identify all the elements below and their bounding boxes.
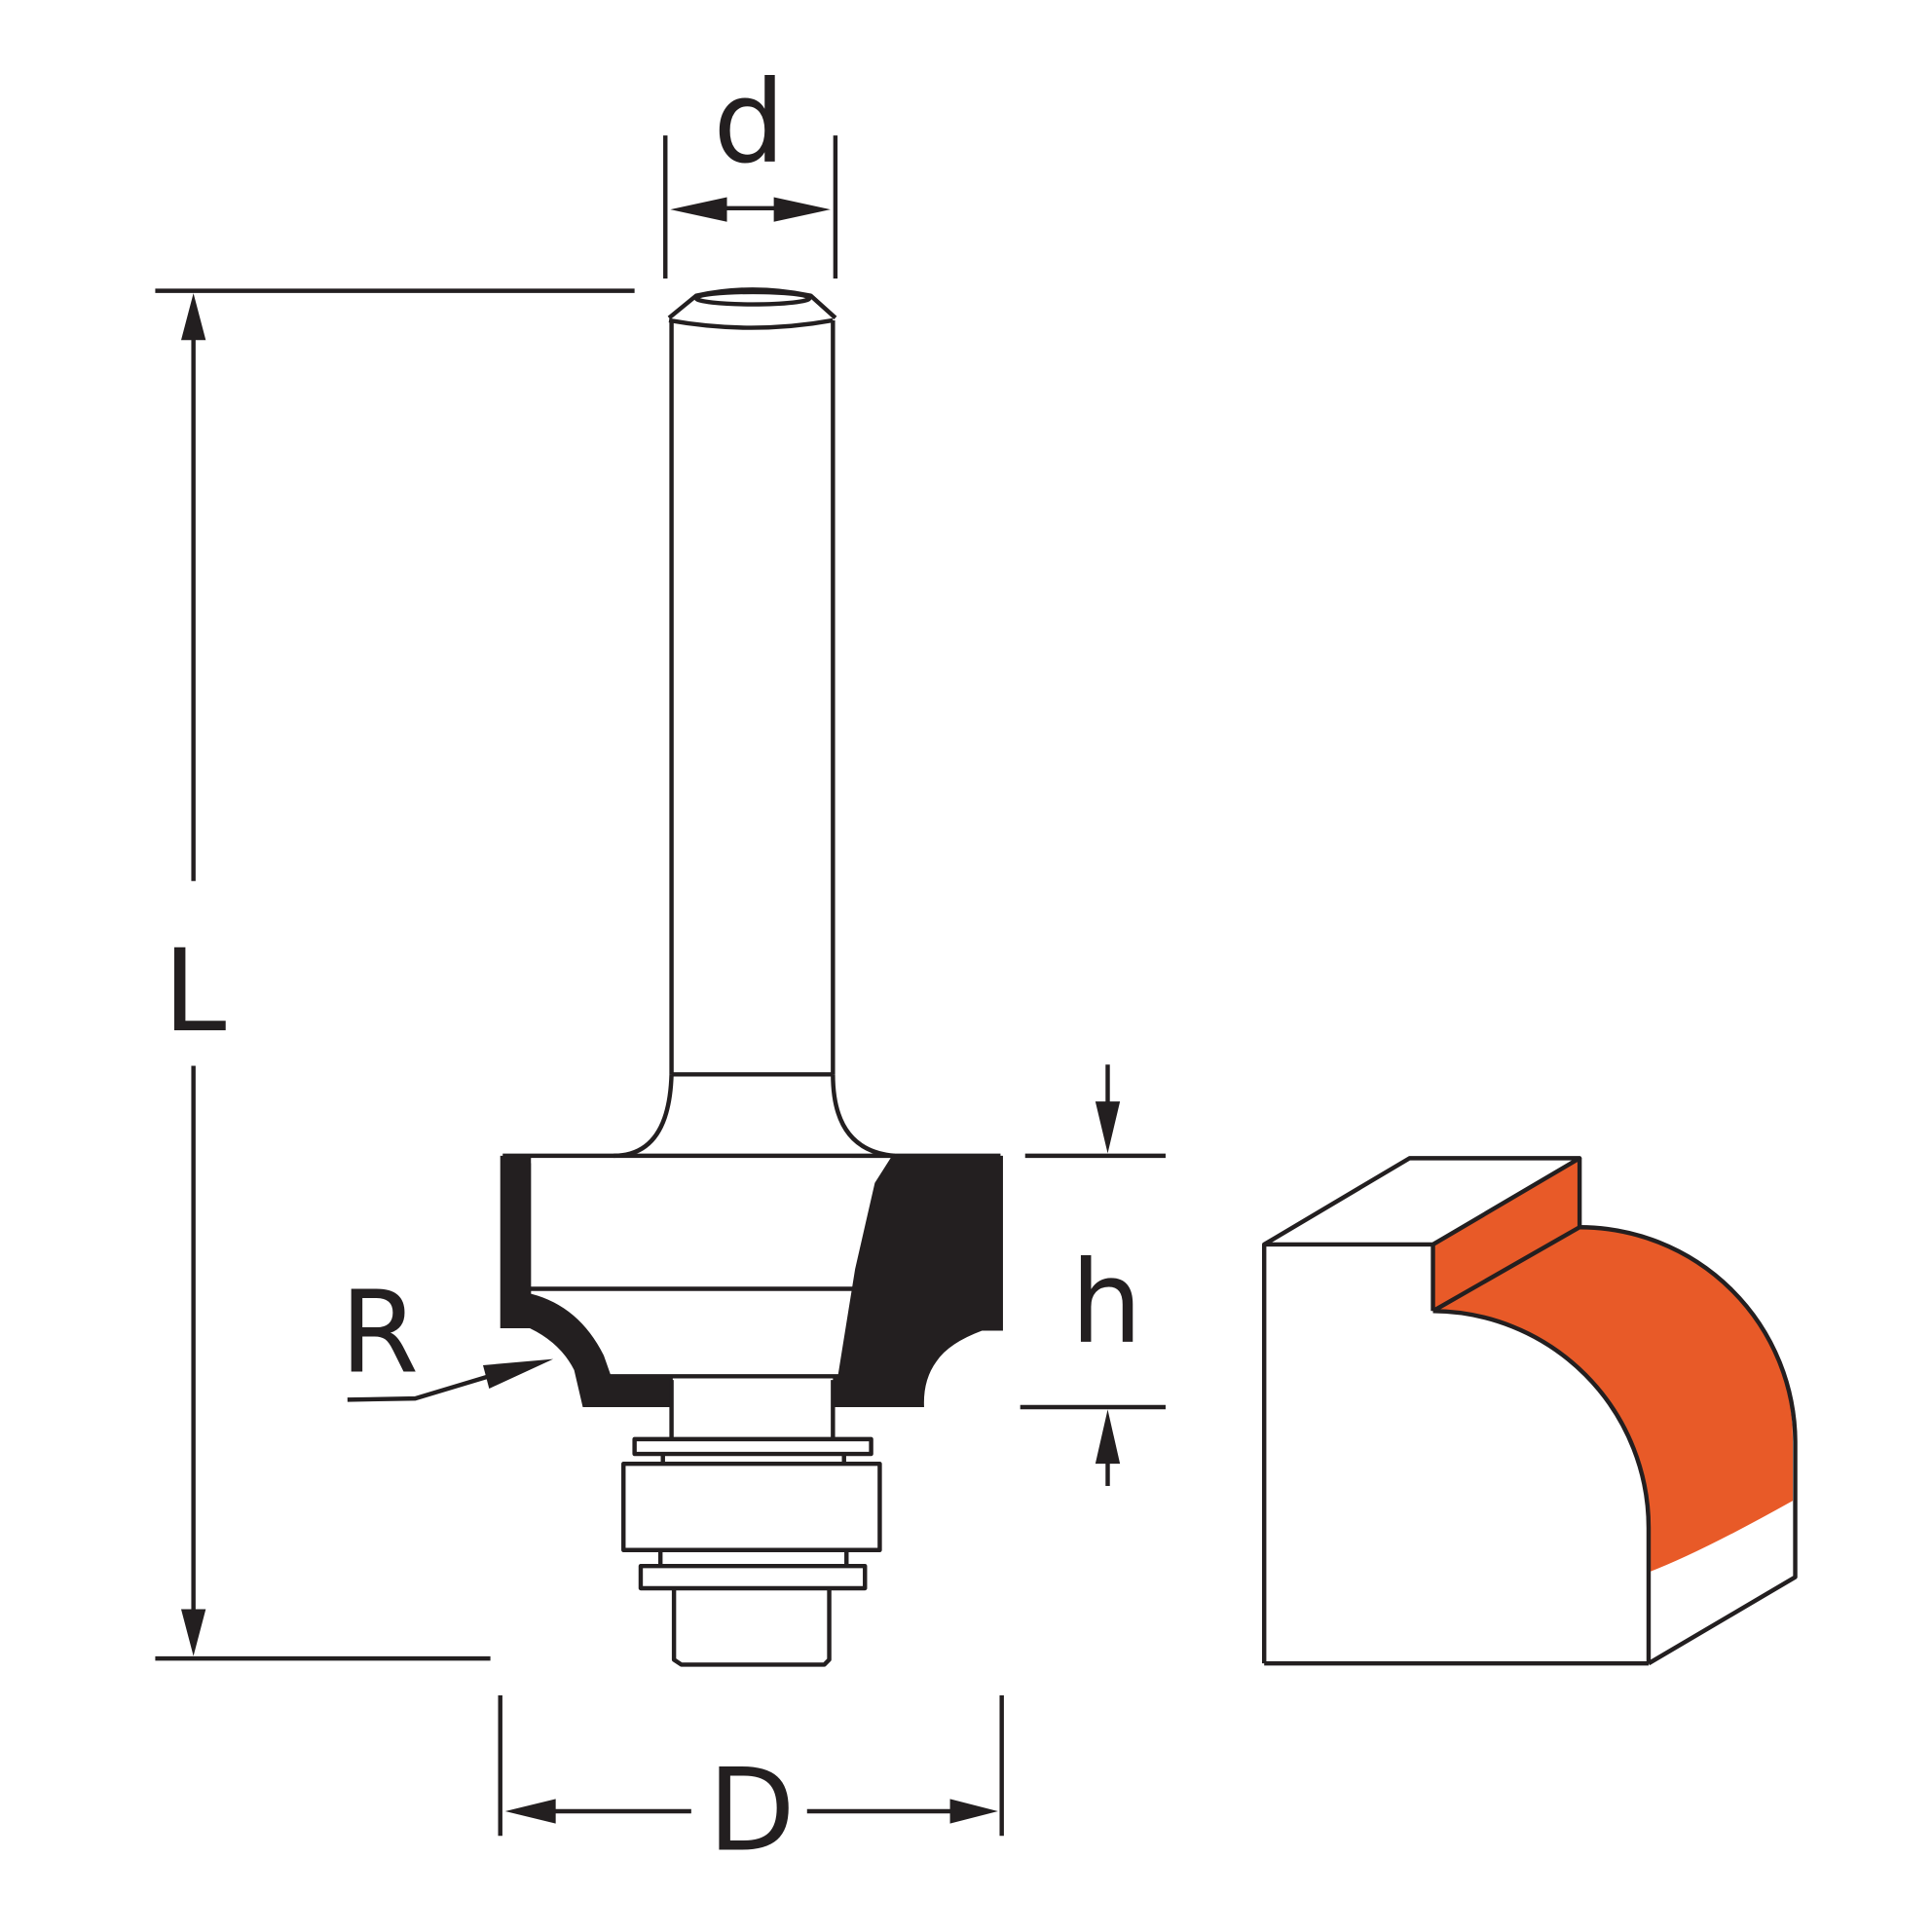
label-R: R bbox=[340, 1268, 419, 1399]
workpiece-profile-drawing bbox=[1261, 1156, 1798, 1666]
label-d: d bbox=[713, 57, 785, 189]
cutting-diameter-dimension: D bbox=[498, 1695, 1004, 1877]
shank-diameter-dimension: d bbox=[663, 57, 838, 279]
height-dimension: h bbox=[1020, 1064, 1166, 1486]
label-D: D bbox=[708, 1746, 796, 1877]
label-L: L bbox=[163, 926, 226, 1058]
length-dimension: L bbox=[155, 288, 635, 1661]
router-bit-drawing bbox=[500, 287, 1003, 1667]
radius-callout: R bbox=[340, 1268, 554, 1402]
label-h: h bbox=[1070, 1238, 1142, 1369]
